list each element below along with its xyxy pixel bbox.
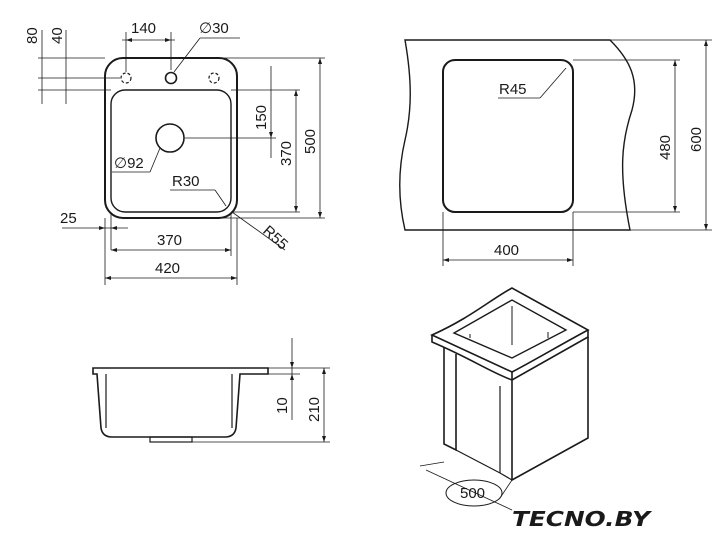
brand-logo: TECNO.BY bbox=[512, 507, 653, 531]
logo-text: TECNO.BY bbox=[512, 507, 653, 531]
dim-25-label: 25 bbox=[60, 210, 77, 227]
cutout-view: R45 480 600 400 bbox=[399, 39, 712, 266]
dim-10-label: 10 bbox=[274, 397, 291, 414]
tap-hole-right bbox=[208, 72, 220, 84]
cabinet-view: 500 bbox=[419, 287, 590, 511]
dim-80-label: 80 bbox=[24, 27, 41, 44]
dim-480-label: 480 bbox=[657, 135, 674, 160]
drain-outlet bbox=[149, 436, 193, 443]
cabinet-left-panel bbox=[443, 347, 457, 452]
sink-cutout bbox=[442, 59, 574, 213]
dim-140-label: 140 bbox=[131, 20, 156, 37]
dim-r55-label: R55 bbox=[259, 222, 291, 253]
drain-hole bbox=[155, 123, 185, 153]
side-view: 10 210 bbox=[92, 338, 330, 443]
dim-150-label: 150 bbox=[253, 105, 270, 130]
dim-r30-label: R30 bbox=[172, 173, 200, 190]
dim-d30-label: ∅30 bbox=[199, 20, 229, 37]
dim-370-vertical-label: 370 bbox=[278, 141, 295, 166]
dim-370-horizontal-label: 370 bbox=[157, 232, 182, 249]
dim-500-label: 500 bbox=[302, 129, 319, 154]
dim-d92-label: ∅92 bbox=[114, 155, 144, 172]
sink-bowl bbox=[110, 89, 232, 213]
dim-500-oval bbox=[445, 479, 503, 507]
tap-hole-center bbox=[164, 71, 178, 85]
dim-r45-label: R45 bbox=[499, 81, 527, 98]
countertop-outline bbox=[399, 39, 636, 231]
dim-400-label: 400 bbox=[494, 242, 519, 259]
dim-210-label: 210 bbox=[306, 397, 323, 422]
dim-420-label: 420 bbox=[155, 260, 180, 277]
top-view: 140 ∅30 80 40 ∅92 150 370 bbox=[24, 20, 325, 285]
cabinet-front-panel bbox=[511, 337, 589, 482]
dim-40-label: 40 bbox=[49, 27, 66, 44]
dim-600-label: 600 bbox=[688, 127, 705, 152]
cabinet-sink-opening bbox=[452, 299, 568, 359]
tap-hole-left bbox=[120, 72, 132, 84]
dim-500-cabinet-label: 500 bbox=[460, 485, 485, 502]
sink-profile bbox=[92, 367, 269, 438]
